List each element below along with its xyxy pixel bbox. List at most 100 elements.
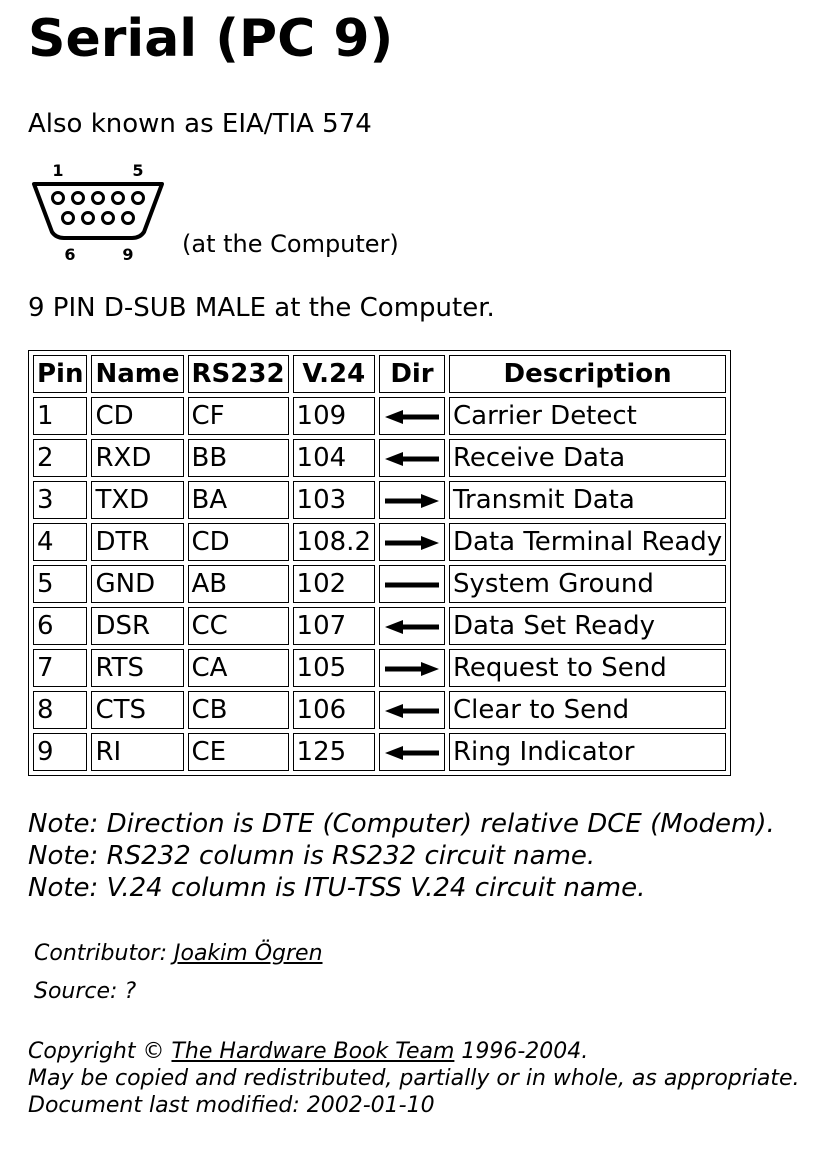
arrow-right-icon <box>383 653 441 683</box>
line-icon <box>383 569 441 599</box>
cell-pin: 5 <box>33 565 88 603</box>
cell-name: CTS <box>91 691 184 729</box>
cell-name: RTS <box>91 649 184 687</box>
cell-dir <box>378 439 445 477</box>
cell-name: CD <box>91 397 184 435</box>
cell-dir <box>378 733 445 771</box>
note-v24: Note: V.24 column is ITU-TSS V.24 circui… <box>28 873 646 903</box>
cell-v24: 125 <box>292 733 375 771</box>
connector-caption: (at the Computer) <box>182 230 399 258</box>
cell-rs232: CA <box>187 649 289 687</box>
cell-rs232: CE <box>187 733 289 771</box>
copyright-redistribution: May be copied and redistributed, partial… <box>28 1066 800 1091</box>
cell-v24: 105 <box>292 649 375 687</box>
cell-v24: 107 <box>292 607 375 645</box>
cell-description: Data Set Ready <box>448 607 727 645</box>
cell-pin: 7 <box>33 649 88 687</box>
cell-name: DTR <box>91 523 184 561</box>
header-dir: Dir <box>378 355 445 393</box>
arrow-right-icon <box>383 527 441 557</box>
arrow-right-icon <box>383 485 441 515</box>
arrow-left-icon <box>383 611 441 641</box>
cell-dir <box>378 397 445 435</box>
page: Serial (PC 9) Also known as EIA/TIA 574 … <box>28 8 828 1119</box>
cell-pin: 3 <box>33 481 88 519</box>
contributor-label: Contributor: <box>34 941 174 966</box>
cell-description: Receive Data <box>448 439 727 477</box>
cell-description: Clear to Send <box>448 691 727 729</box>
cell-v24: 106 <box>292 691 375 729</box>
copyright-prefix: Copyright © <box>28 1039 172 1064</box>
cell-description: Carrier Detect <box>448 397 727 435</box>
credits: Contributor: Joakim Ögren Source: ? <box>34 940 828 1006</box>
note-rs232: Note: RS232 column is RS232 circuit name… <box>28 841 596 871</box>
page-title: Serial (PC 9) <box>28 9 394 69</box>
copyright: Copyright © The Hardware Book Team 1996-… <box>28 1038 828 1119</box>
db9-connector-icon: 1 5 6 9 <box>32 161 164 264</box>
cell-dir <box>378 691 445 729</box>
cell-dir <box>378 649 445 687</box>
contributor-line: Contributor: Joakim Ögren <box>34 940 828 968</box>
cell-pin: 2 <box>33 439 88 477</box>
cell-description: Transmit Data <box>448 481 727 519</box>
table-header-row: Pin Name RS232 V.24 Dir Description <box>33 355 727 393</box>
last-modified: Document last modified: 2002-01-10 <box>28 1093 435 1118</box>
header-v24: V.24 <box>292 355 375 393</box>
cell-name: RI <box>91 733 184 771</box>
arrow-left-icon <box>383 443 441 473</box>
header-name: Name <box>91 355 184 393</box>
cell-rs232: CD <box>187 523 289 561</box>
pin-label-6: 6 <box>64 245 75 264</box>
cell-description: Data Terminal Ready <box>448 523 727 561</box>
source-line: Source: ? <box>34 979 137 1004</box>
cell-rs232: BA <box>187 481 289 519</box>
cell-pin: 4 <box>33 523 88 561</box>
pin-label-1: 1 <box>52 161 63 180</box>
cell-description: Request to Send <box>448 649 727 687</box>
cell-rs232: CF <box>187 397 289 435</box>
cell-description: System Ground <box>448 565 727 603</box>
aka-text: Also known as EIA/TIA 574 <box>28 109 372 139</box>
cell-pin: 8 <box>33 691 88 729</box>
cell-dir <box>378 481 445 519</box>
pin-label-5: 5 <box>132 161 143 180</box>
pin-label-9: 9 <box>122 245 133 264</box>
note-direction: Note: Direction is DTE (Computer) relati… <box>28 809 775 839</box>
contributor-link[interactable]: Joakim Ögren <box>174 941 323 966</box>
cell-name: TXD <box>91 481 184 519</box>
pin-caption: 9 PIN D-SUB MALE at the Computer. <box>28 293 495 323</box>
copyright-line: Copyright © The Hardware Book Team 1996-… <box>28 1038 828 1065</box>
cell-dir <box>378 565 445 603</box>
arrow-left-icon <box>383 695 441 725</box>
cell-rs232: BB <box>187 439 289 477</box>
hardware-book-team-link[interactable]: The Hardware Book Team <box>171 1039 455 1064</box>
cell-name: RXD <box>91 439 184 477</box>
connector-row: 1 5 6 9 (at the Computer) <box>28 154 828 264</box>
cell-dir <box>378 523 445 561</box>
copyright-years: 1996-2004. <box>454 1039 589 1064</box>
cell-rs232: CC <box>187 607 289 645</box>
cell-v24: 104 <box>292 439 375 477</box>
cell-rs232: CB <box>187 691 289 729</box>
cell-v24: 109 <box>292 397 375 435</box>
cell-v24: 103 <box>292 481 375 519</box>
arrow-left-icon <box>383 737 441 767</box>
cell-description: Ring Indicator <box>448 733 727 771</box>
notes: Note: Direction is DTE (Computer) relati… <box>28 808 828 904</box>
header-pin: Pin <box>33 355 88 393</box>
cell-v24: 108.2 <box>292 523 375 561</box>
cell-rs232: AB <box>187 565 289 603</box>
cell-pin: 6 <box>33 607 88 645</box>
arrow-left-icon <box>383 401 441 431</box>
cell-name: DSR <box>91 607 184 645</box>
cell-pin: 9 <box>33 733 88 771</box>
